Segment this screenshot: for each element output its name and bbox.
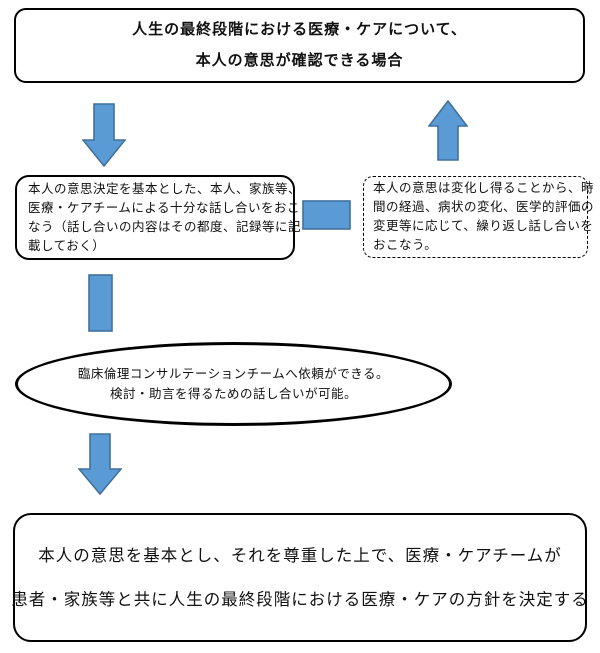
consultation-line2: 検討・助言を得るための話し合いが可能。 [109,387,357,401]
discussion-line4: 載しておく） [28,238,106,253]
discussion-line2: 医療・ケアチームによる十分な話し合いをおこ [28,200,301,215]
vertical-connector-rect [88,274,113,332]
reevaluation-line1: 本人の意思は変化し得ることから、時 [373,181,595,195]
vertical-connector-bar [88,274,113,332]
decision-line2: 患者・家族等と共に人生の最終段階における医療・ケアの方針を決定する [11,589,589,609]
horizontal-connector-rect [302,200,351,230]
reevaluation-box: 本人の意思は変化し得ることから、時 間の経過、病状の変化、医学的評価の 変更等に… [363,176,595,258]
discussion-line3: なう（話し合いの内容はその都度、記録等に記 [28,219,302,234]
decision-line1: 本人の意思を基本とし、それを尊重した上で、医療・ケアチームが [38,545,562,565]
horizontal-connector-bar [302,200,351,230]
up-arrow-icon [428,100,468,161]
reevaluation-line2: 間の経過、病状の変化、医学的評価の [373,200,595,214]
down-arrow-shape [82,103,126,168]
consultation-ellipse: 臨床倫理コンサルテーションチームへ依頼ができる。 検討・助言を得るための話し合い… [15,342,452,426]
reevaluation-line4: おこなう。 [373,238,438,252]
down-arrow-icon-top [82,103,126,168]
top-condition-line2: 本人の意思が確認できる場合 [195,52,404,69]
down-arrow-icon-bottom [78,433,122,496]
discussion-box: 本人の意思決定を基本とした、本人、家族等、 医療・ケアチームによる十分な話し合い… [15,175,302,260]
consultation-line1: 臨床倫理コンサルテーションチームへ依頼ができる。 [77,367,390,381]
top-condition-box: 人生の最終段階における医療・ケアについて、 本人の意思が確認できる場合 [14,8,585,83]
up-arrow-shape [428,100,468,161]
top-condition-line1: 人生の最終段階における医療・ケアについて、 [132,21,467,38]
discussion-line1: 本人の意思決定を基本とした、本人、家族等、 [28,181,302,196]
reevaluation-line3: 変更等に応じて、繰り返し話し合いを [373,219,594,233]
decision-box: 本人の意思を基本とし、それを尊重した上で、医療・ケアチームが 患者・家族等と共に… [11,513,589,642]
down-arrow-shape [78,433,122,496]
